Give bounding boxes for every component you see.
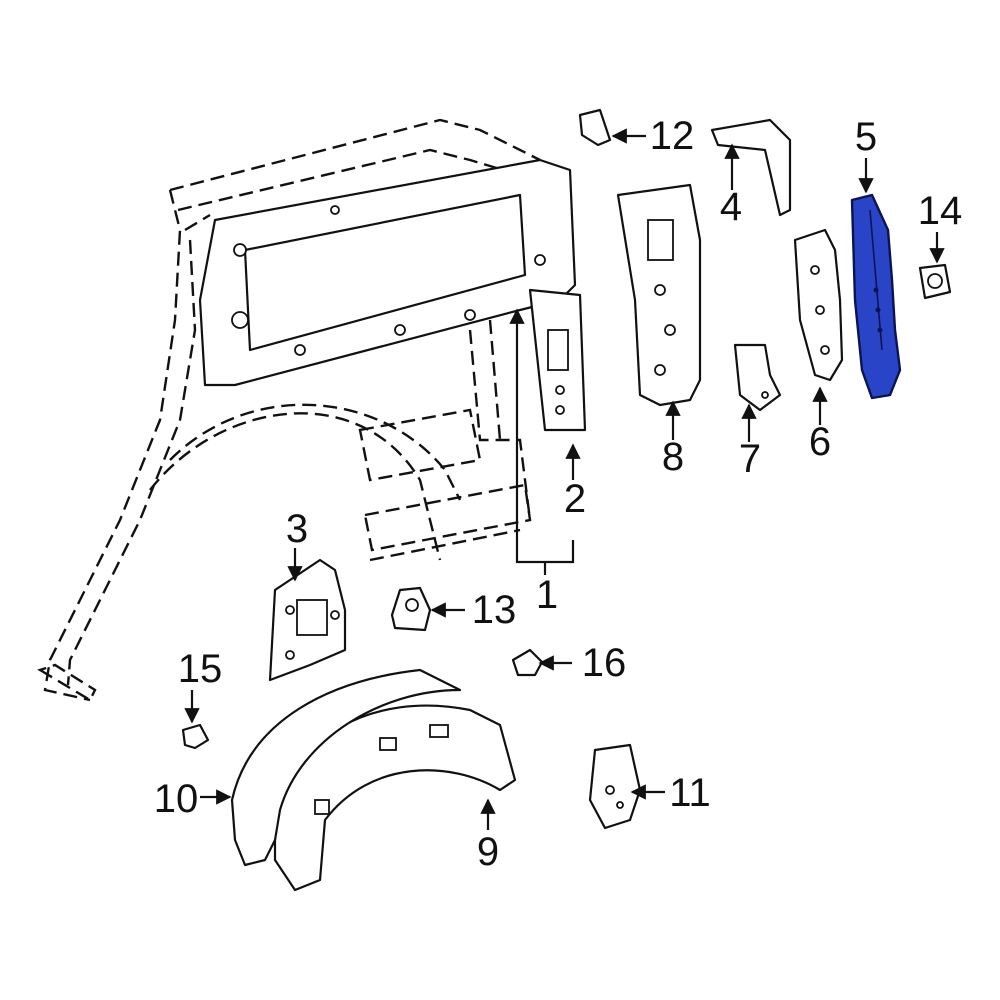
callout-3: 3	[286, 507, 308, 551]
leader-lines	[184, 128, 945, 830]
callout-9: 9	[477, 830, 499, 874]
bumper-part-13[interactable]	[390, 586, 432, 632]
callout-14: 14	[918, 189, 963, 233]
bracket-part-3[interactable]	[268, 558, 347, 682]
callout-1: 1	[536, 573, 558, 617]
callout-6: 6	[809, 420, 831, 464]
small-plate-part-12[interactable]	[578, 108, 612, 147]
callout-11: 11	[669, 771, 711, 815]
callout-10: 10	[154, 777, 199, 821]
reinforcement-part-6[interactable]	[793, 228, 844, 382]
small-bracket-part-7[interactable]	[733, 343, 782, 412]
highlighted-pillar-part-5[interactable]	[850, 193, 902, 400]
plug-part-14[interactable]	[918, 263, 952, 300]
plug-part-15[interactable]	[181, 723, 210, 750]
callout-8: 8	[662, 435, 684, 479]
bracket-part-11[interactable]	[588, 743, 642, 830]
callout-12: 12	[650, 114, 695, 158]
callout-7: 7	[739, 437, 761, 481]
callout-2: 2	[564, 477, 586, 521]
callout-16: 16	[582, 641, 627, 685]
callout-5: 5	[855, 115, 877, 159]
wheelhouse-outer-part-10[interactable]	[230, 668, 462, 867]
callout-4: 4	[720, 185, 742, 229]
inner-quarter-panel[interactable]	[198, 158, 587, 432]
pillar-panel-part-8[interactable]	[616, 183, 702, 407]
callout-labels: 1 2 3 4 5 6 7 8 9 10 11 12 13 14 15 16	[154, 114, 963, 874]
callout-15: 15	[178, 647, 223, 691]
grommet-part-16[interactable]	[511, 648, 544, 677]
callout-13: 13	[472, 588, 517, 632]
